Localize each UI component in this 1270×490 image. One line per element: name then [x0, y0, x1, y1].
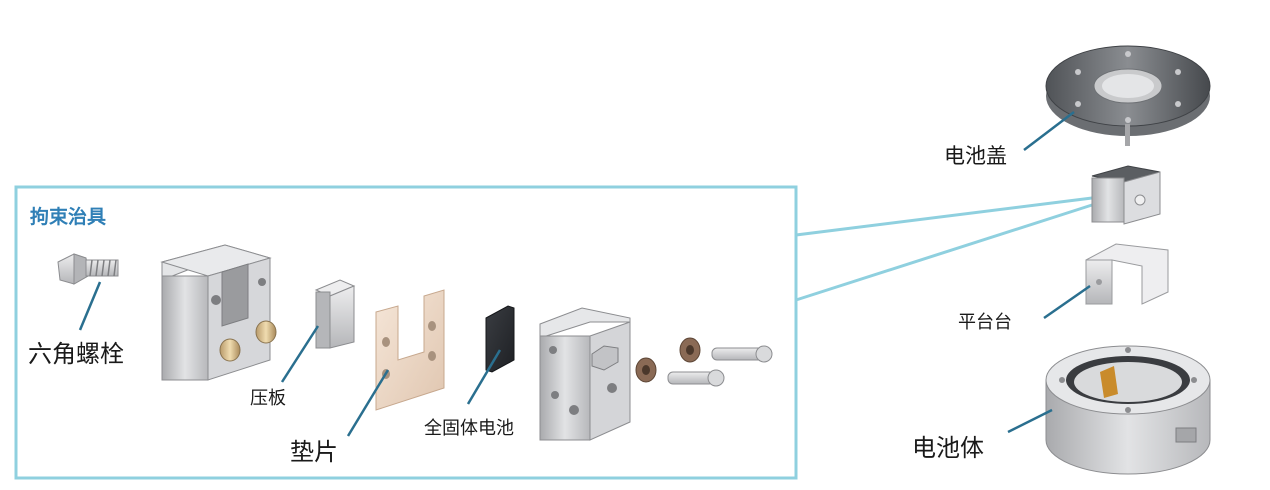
- screws-part: [635, 337, 773, 387]
- leader-platform: [1043, 284, 1091, 320]
- pressure-block-part: [539, 307, 631, 441]
- callout-line-lower: [795, 203, 1093, 302]
- jig-frame: [14, 185, 798, 480]
- press-plate-part: [314, 279, 356, 349]
- label-hex-bolt: 六角螺栓: [28, 340, 124, 368]
- jig-assembly-part: [1091, 165, 1161, 225]
- leader-solid-battery: [466, 349, 502, 405]
- gasket-part: [375, 289, 445, 411]
- label-battery-cover: 电池盖: [944, 144, 1007, 168]
- callout-line-upper: [795, 196, 1093, 237]
- leader-hex-bolt: [78, 281, 102, 331]
- label-battery-body: 电池体: [912, 434, 984, 462]
- jig-frame-title: 拘束治具: [30, 206, 107, 228]
- battery-cover-part: [1045, 45, 1211, 146]
- leader-gasket: [346, 369, 390, 437]
- hex-bolt-part: [57, 253, 119, 285]
- platform-part: [1085, 243, 1169, 305]
- leader-battery-body: [1007, 408, 1053, 434]
- battery-body-part: [1045, 345, 1211, 475]
- label-press-plate: 压板: [250, 388, 286, 409]
- clamp-block-part: [160, 244, 277, 381]
- solid-battery-part: [485, 305, 515, 373]
- leader-press-plate: [280, 325, 320, 383]
- label-gasket: 垫片: [290, 438, 338, 466]
- leader-battery-cover: [1023, 111, 1075, 151]
- leader-lines: [78, 111, 1091, 437]
- label-solid-battery: 全固体电池: [424, 418, 514, 439]
- label-platform: 平台台: [958, 312, 1012, 333]
